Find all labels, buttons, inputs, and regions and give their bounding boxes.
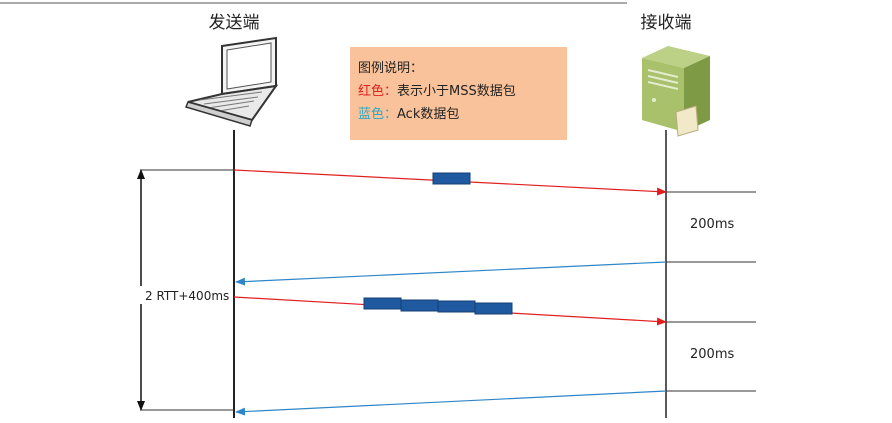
server-icon — [642, 46, 710, 137]
legend-blue-key: 蓝色： — [358, 107, 398, 122]
laptop-icon — [184, 36, 279, 127]
packet-2 — [363, 297, 402, 310]
legend-red-desc: 表示小于MSS数据包 — [397, 84, 516, 99]
legend-box: 图例说明： 红色：表示小于MSS数据包 蓝色：Ack数据包 — [350, 47, 567, 140]
legend-red-row: 红色：表示小于MSS数据包 — [358, 80, 567, 103]
delay-label-2: 200ms — [690, 347, 734, 362]
ack-arrow-1 — [235, 261, 667, 286]
sender-title: 发送端 — [209, 13, 260, 33]
packet-3 — [400, 299, 439, 312]
delay-label-1: 200ms — [690, 217, 734, 232]
packet-5 — [474, 302, 513, 315]
legend-red-key: 红色： — [358, 84, 398, 99]
legend-blue-desc: Ack数据包 — [397, 107, 460, 122]
legend-title: 图例说明： — [358, 61, 424, 76]
rtt-label: 2 RTT+400ms — [145, 289, 229, 303]
receiver-title: 接收端 — [641, 13, 692, 33]
rtt-label-bg — [140, 286, 232, 304]
packet-1 — [432, 172, 471, 185]
ack-arrow-2 — [235, 390, 667, 416]
legend-blue-row: 蓝色：Ack数据包 — [358, 103, 567, 126]
packet-4 — [437, 300, 476, 313]
